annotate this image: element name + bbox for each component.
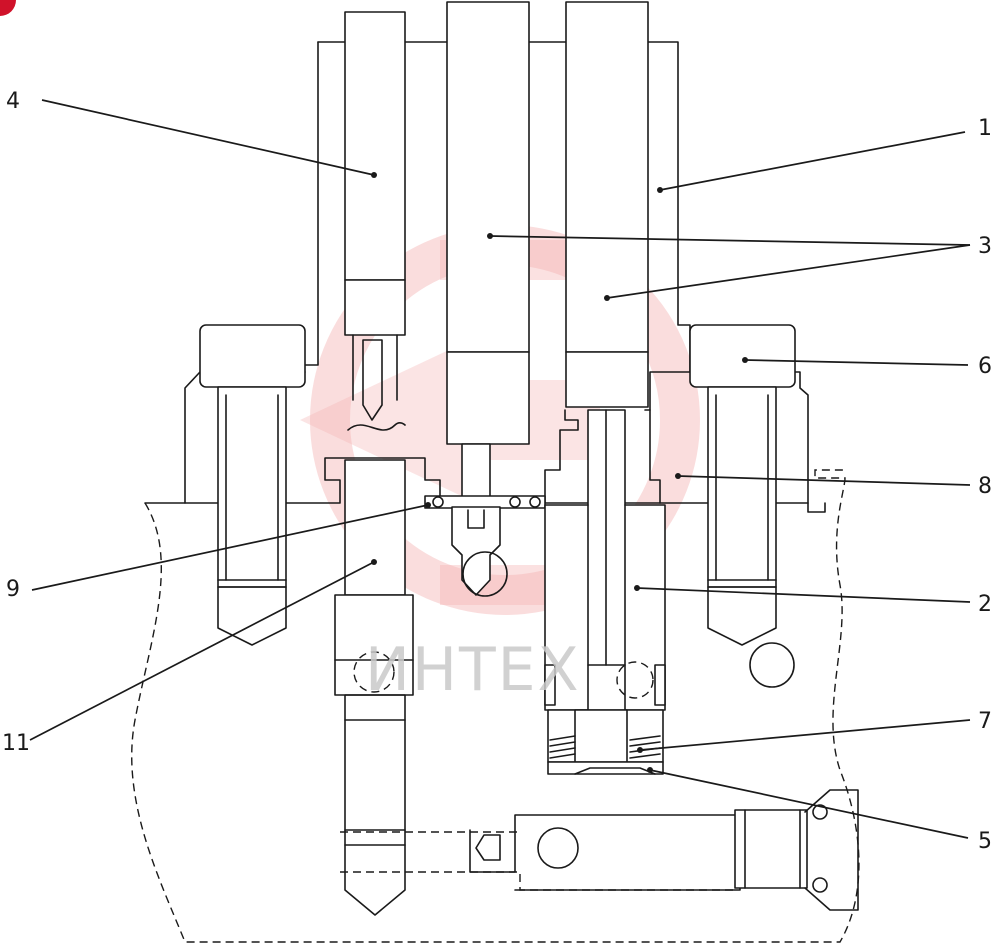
part-6-screw-left — [199, 324, 306, 646]
mold-base-outline — [131, 469, 860, 943]
part-11-lower-pin — [334, 459, 414, 916]
horizontal-pin-assembly — [340, 789, 859, 911]
part-3-core-pin-left — [446, 1, 530, 353]
hole-circle-right — [749, 642, 795, 688]
callout-3: 3 — [978, 234, 992, 259]
callout-2: 2 — [978, 592, 992, 617]
callout-11: 11 — [2, 731, 30, 756]
leader-lines — [29, 99, 971, 839]
watermark-text: ИНТЕХ — [365, 635, 581, 705]
corner-mark — [0, 0, 16, 16]
part-2-sleeve — [544, 409, 666, 711]
callout-8: 8 — [978, 474, 992, 499]
callout-6: 6 — [978, 354, 992, 379]
callout-1: 1 — [978, 116, 992, 141]
callout-9: 9 — [6, 577, 20, 602]
callout-5: 5 — [978, 829, 992, 854]
part-7-springs — [547, 709, 664, 763]
part-4-pin-body — [344, 11, 406, 281]
part-6-screw-right — [689, 324, 796, 646]
part-9-ring-area — [424, 443, 546, 597]
callout-4: 4 — [6, 89, 20, 114]
callout-7: 7 — [978, 709, 992, 734]
